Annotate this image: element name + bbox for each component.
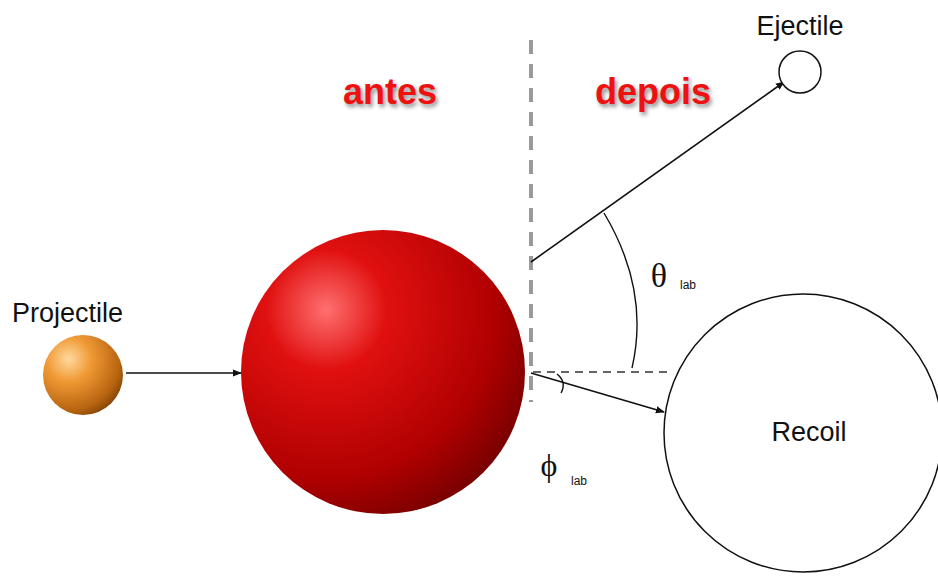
- angle-symbol: ϕ: [541, 449, 558, 481]
- phase-label: antes: [343, 74, 437, 110]
- theta-angle-arc: [604, 213, 637, 368]
- ejectile-circle: Ejectile: [778, 50, 822, 94]
- phase-label: depois: [595, 74, 711, 110]
- angle-subscript: lab: [680, 279, 696, 291]
- node-label: Recoil: [771, 418, 846, 448]
- projectile-sphere: Projectile: [43, 335, 123, 415]
- angle-symbol: θ: [651, 259, 667, 293]
- target-sphere: [241, 230, 525, 514]
- phi-angle-arc: [557, 374, 563, 393]
- incoming-arrow: [126, 372, 241, 374]
- recoil-arrow: [531, 373, 664, 412]
- angle-subscript: lab: [571, 475, 587, 487]
- before-after-divider: [529, 40, 533, 402]
- beam-axis: [533, 371, 672, 372]
- sphere-outline: [43, 335, 123, 415]
- recoil-circle: Recoil: [663, 293, 938, 573]
- node-label: Ejectile: [756, 12, 843, 42]
- circle-outline: [778, 50, 822, 94]
- node-label: Projectile: [12, 299, 123, 329]
